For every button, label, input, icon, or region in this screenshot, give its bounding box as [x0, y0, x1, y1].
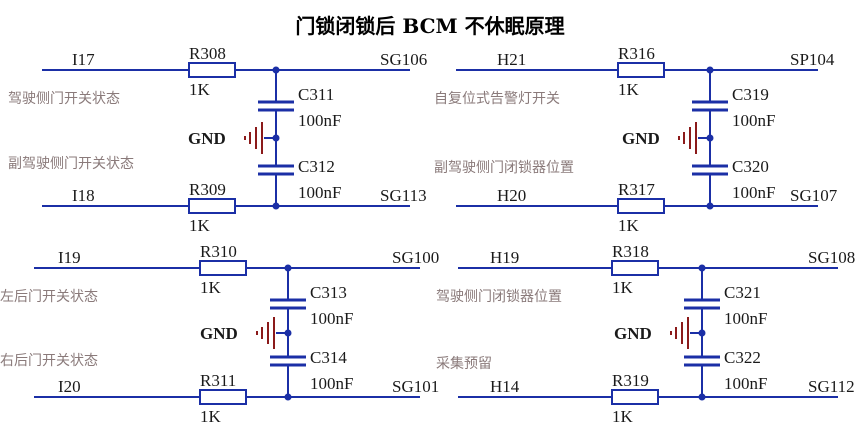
bottom-net-label: H20: [497, 186, 526, 205]
bottom-resistor: [199, 389, 247, 405]
junction-dot: [284, 393, 292, 401]
diagram-title: 门锁闭锁后 BCM 不休眠原理: [295, 14, 564, 38]
top-resistor-ref: R316: [618, 44, 655, 63]
ground-icon: [678, 122, 697, 154]
top-resistor: [199, 260, 247, 276]
bottom-resistor-ref: R309: [189, 180, 226, 199]
bottom-resistor-ref: R311: [200, 371, 236, 390]
top-resistor-ref: R308: [189, 44, 226, 63]
bottom-output-label: SG107: [790, 186, 838, 205]
cap2-ref: C314: [310, 348, 347, 367]
top-output-label: SP104: [790, 50, 835, 69]
cap2-ref: C320: [732, 157, 769, 176]
bottom-resistor-value: 1K: [618, 216, 640, 235]
bottom-resistor-ref: R319: [612, 371, 649, 390]
cap1-value: 100nF: [732, 111, 775, 130]
top-resistor: [611, 260, 659, 276]
ground-icon: [244, 122, 263, 154]
top-resistor-value: 1K: [200, 278, 222, 297]
bottom-description: 副驾驶侧门开关状态: [8, 156, 134, 172]
top-resistor-ref: R318: [612, 242, 649, 261]
top-output-label: SG100: [392, 248, 439, 267]
junction-dot: [706, 66, 714, 74]
top-net-label: H19: [490, 248, 519, 267]
bottom-description: 副驾驶侧门闭锁器位置: [434, 160, 574, 176]
top-description: 左后门开关状态: [0, 289, 98, 305]
cap2-ref: C312: [298, 157, 335, 176]
ground-label: GND: [200, 324, 238, 343]
bottom-resistor: [611, 389, 659, 405]
bottom-net-label: H14: [490, 377, 520, 396]
circuit-block: H21 R316 1K SP104 自复位式告警灯开关 C319 100nF GND C320 1…: [434, 44, 838, 235]
junction-dot: [284, 264, 292, 272]
bottom-net-label: I18: [72, 186, 95, 205]
junction-dot: [698, 329, 706, 337]
top-resistor: [617, 62, 665, 78]
junction-dot: [284, 329, 292, 337]
bottom-output-label: SG101: [392, 377, 439, 396]
ground-label: GND: [188, 129, 226, 148]
top-net-label: H21: [497, 50, 526, 69]
bottom-resistor-value: 1K: [612, 407, 634, 426]
cap1-ref: C321: [724, 283, 761, 302]
top-net-label: I19: [58, 248, 81, 267]
bottom-resistor-value: 1K: [200, 407, 222, 426]
cap2-value: 100nF: [298, 183, 341, 202]
bottom-resistor-value: 1K: [189, 216, 211, 235]
ground-icon: [670, 317, 689, 349]
ground-label: GND: [622, 129, 660, 148]
bottom-description: 采集预留: [436, 355, 492, 372]
top-description: 自复位式告警灯开关: [434, 90, 560, 107]
top-resistor-value: 1K: [189, 80, 211, 99]
cap2-value: 100nF: [724, 374, 767, 393]
cap1-ref: C319: [732, 85, 769, 104]
bottom-net-label: I20: [58, 377, 81, 396]
top-description: 驾驶侧门闭锁器位置: [436, 289, 562, 305]
cap1-ref: C313: [310, 283, 347, 302]
cap2-value: 100nF: [732, 183, 775, 202]
top-description: 驾驶侧门开关状态: [8, 91, 120, 107]
junction-dot: [698, 393, 706, 401]
top-resistor-ref: R310: [200, 242, 237, 261]
junction-dot: [272, 66, 280, 74]
junction-dot: [698, 264, 706, 272]
cap2-value: 100nF: [310, 374, 353, 393]
bottom-resistor-ref: R317: [618, 180, 655, 199]
bottom-description: 右后门开关状态: [0, 353, 98, 369]
cap1-ref: C311: [298, 85, 334, 104]
circuit-block: I17 R308 1K SG106 驾驶侧门开关状态 C311 100nF GND C312 10…: [8, 44, 427, 235]
cap2-ref: C322: [724, 348, 761, 367]
top-output-label: SG106: [380, 50, 427, 69]
cap1-value: 100nF: [724, 309, 767, 328]
top-resistor-value: 1K: [612, 278, 634, 297]
junction-dot: [272, 202, 280, 210]
junction-dot: [272, 134, 280, 142]
bottom-resistor: [617, 198, 665, 214]
circuit-block: I19 R310 1K SG100 左后门开关状态 C313 100nF GND C314 100…: [0, 242, 439, 426]
circuit-blocks: I17 R308 1K SG106 驾驶侧门开关状态 C311 100nF GND C312 10…: [0, 44, 855, 426]
cap1-value: 100nF: [298, 111, 341, 130]
bottom-output-label: SG112: [808, 377, 855, 396]
top-output-label: SG108: [808, 248, 855, 267]
bottom-resistor: [188, 198, 236, 214]
ground-label: GND: [614, 324, 652, 343]
top-resistor-value: 1K: [618, 80, 640, 99]
cap1-value: 100nF: [310, 309, 353, 328]
top-net-label: I17: [72, 50, 95, 69]
junction-dot: [706, 202, 714, 210]
circuit-block: H19 R318 1K SG108 驾驶侧门闭锁器位置 C321 100nF GND C322 1…: [436, 242, 855, 426]
ground-icon: [256, 317, 275, 349]
junction-dot: [706, 134, 714, 142]
bottom-output-label: SG113: [380, 186, 427, 205]
top-resistor: [188, 62, 236, 78]
